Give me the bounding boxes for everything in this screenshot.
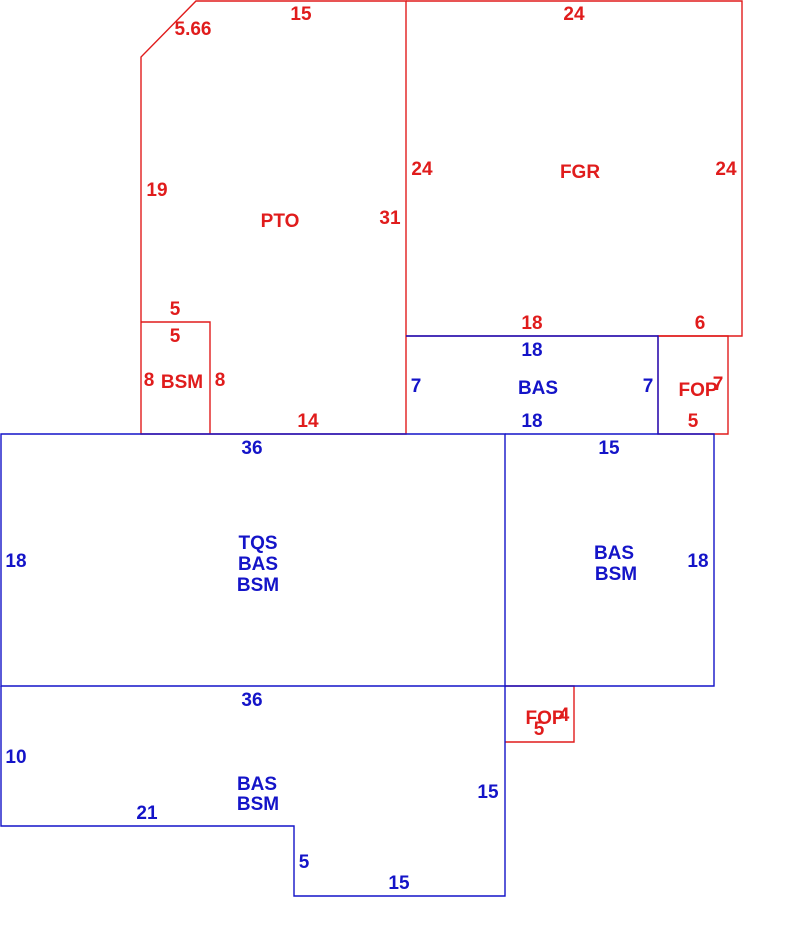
lower-outline [0, 686, 506, 897]
lower-code-2: BSM [237, 794, 279, 815]
fop-lower-dim-right: 4 [559, 705, 570, 726]
lower-dim-step: 5 [299, 852, 310, 873]
fop-lower-label: FOP [525, 708, 564, 729]
lower-dim-right: 15 [477, 782, 499, 803]
lower-dim-top: 36 [241, 690, 262, 711]
lower-dim-left: 10 [5, 747, 26, 768]
bas-mid-dim-bottom: 18 [521, 411, 542, 432]
bsm-small-dim-left: 8 [144, 370, 155, 391]
main-right-code-1: BAS [594, 543, 634, 564]
main-left-dim-left: 18 [5, 551, 26, 572]
main-right-dim-top: 15 [598, 438, 620, 459]
pto-dim-right: 31 [379, 208, 401, 229]
lower-dim-bottom: 15 [388, 873, 410, 894]
main-right-dim-right: 18 [687, 551, 708, 572]
bas-mid-dim-top: 18 [521, 340, 542, 361]
main-left-code-1: TQS [238, 533, 277, 554]
fgr-dim-right: 24 [715, 159, 737, 180]
bsm-small-label: BSM [161, 372, 203, 393]
fgr-dim-bottom-right: 6 [695, 313, 706, 334]
bsm-small-dim-top: 5 [170, 326, 181, 347]
main-left-code-2: BAS [238, 554, 278, 575]
fgr-dim-top: 24 [563, 4, 585, 25]
main-left-code-3: BSM [237, 575, 279, 596]
bas-mid-dim-right: 7 [643, 376, 654, 397]
main-right-outline [505, 433, 715, 687]
pto-label: PTO [261, 211, 300, 232]
pto-dim-ledge: 5 [170, 299, 181, 320]
pto-dim-diagonal: 5.66 [175, 19, 212, 40]
fgr-dim-left: 24 [411, 159, 433, 180]
main-right-code-2: BSM [595, 564, 637, 585]
fop-lower-dim-bottom: 5 [534, 719, 545, 740]
lower-code-1: BAS [237, 774, 277, 795]
lower-dim-bottom-left: 21 [136, 803, 158, 824]
pto-dim-top: 15 [290, 4, 312, 25]
fop-upper-dim-bottom: 5 [688, 411, 699, 432]
pto-dim-bottom: 14 [297, 411, 319, 432]
fgr-dim-bottom: 18 [521, 313, 542, 334]
fop-upper-label: FOP [678, 380, 717, 401]
bas-mid-label: BAS [518, 378, 558, 399]
bas-mid-dim-left: 7 [411, 376, 422, 397]
main-left-dim-top: 36 [241, 438, 262, 459]
bsm-small-outline [141, 321, 211, 434]
pto-dim-left: 19 [146, 180, 167, 201]
bas-mid-outline [406, 335, 659, 434]
bsm-small-dim-right: 8 [215, 370, 226, 391]
fgr-label: FGR [560, 162, 600, 183]
fop-upper-dim-right: 7 [713, 374, 724, 395]
